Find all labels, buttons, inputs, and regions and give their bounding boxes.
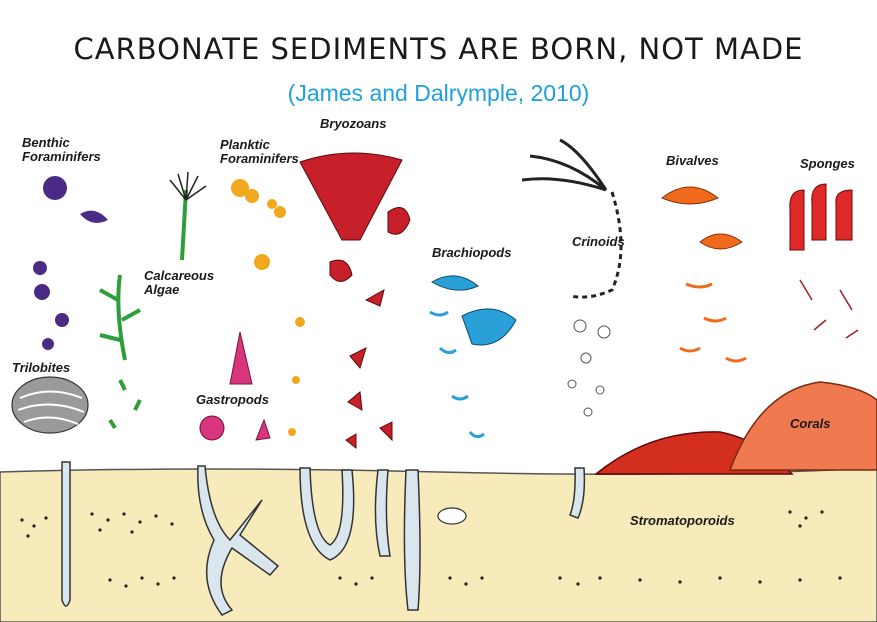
- bivalve-fragments: [680, 284, 746, 361]
- sponges: [790, 184, 852, 250]
- buried-shell: [438, 508, 466, 524]
- label-bivalves: Bivalves: [666, 154, 719, 168]
- label-stromatoporoids: Stromatoporoids: [630, 514, 735, 528]
- bivalves: [662, 187, 742, 249]
- calcareous-algae-fan: [170, 172, 206, 200]
- bryozoans: [300, 153, 410, 448]
- label-brachiopods: Brachiopods: [432, 246, 511, 260]
- label-planktic-foraminifers: Planktic Foraminifers: [220, 138, 315, 166]
- label-gastropods: Gastropods: [196, 393, 269, 407]
- calcareous-algae: [100, 190, 186, 428]
- gastropods: [200, 332, 270, 440]
- benthic-foraminifers: [33, 176, 108, 350]
- brachiopods: [432, 276, 516, 345]
- label-crinoids: Crinoids: [572, 235, 625, 249]
- sediment-floor: [0, 468, 877, 622]
- crinoids: [522, 140, 621, 297]
- label-bryozoans: Bryozoans: [320, 117, 386, 131]
- label-corals: Corals: [790, 417, 830, 431]
- label-sponges: Sponges: [800, 157, 855, 171]
- sponge-spicules: [800, 280, 858, 338]
- label-calcareous-algae: Calcareous Algae: [144, 269, 216, 297]
- trilobite: [12, 377, 88, 433]
- label-benthic-foraminifers: Benthic Foraminifers: [22, 136, 117, 164]
- label-trilobites: Trilobites: [12, 361, 70, 375]
- crinoid-ossicles: [568, 320, 610, 416]
